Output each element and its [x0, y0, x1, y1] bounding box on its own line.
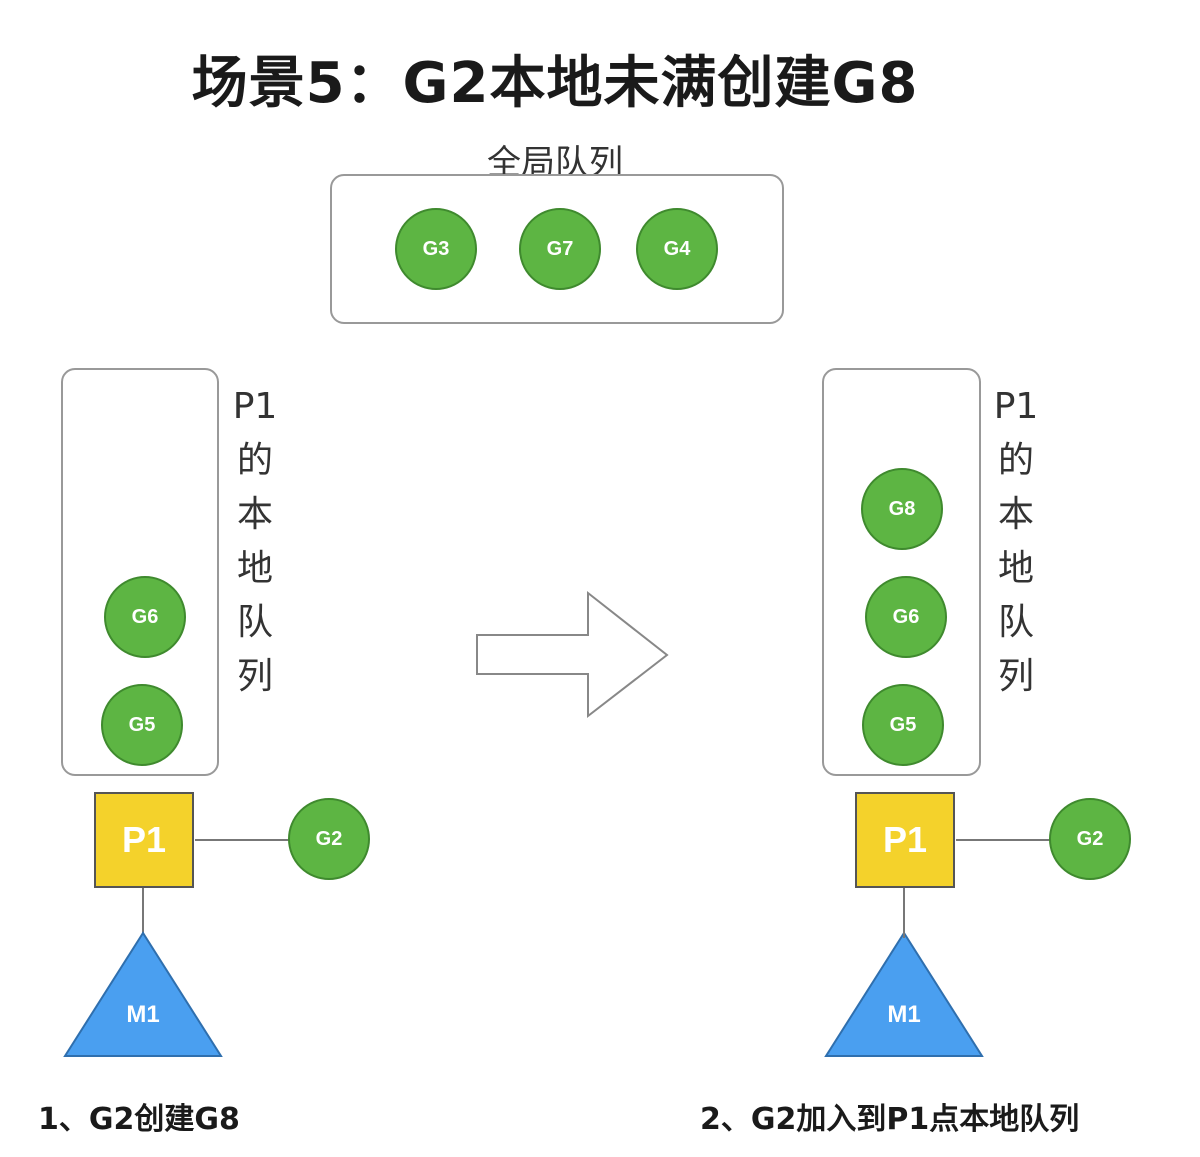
global-queue-goroutine: G3: [395, 208, 477, 290]
transition-arrow-icon: [476, 590, 669, 719]
left-p-m-connector: [142, 888, 144, 938]
left-local-queue-label: P1 的 本 地 队 列: [232, 386, 278, 697]
left-processor: P1: [94, 792, 194, 888]
left-machine-triangle: [63, 931, 223, 1057]
right-p-m-connector: [903, 888, 905, 938]
left-caption: 1、G2创建G8: [38, 1102, 240, 1137]
global-queue-goroutine: G4: [636, 208, 718, 290]
global-queue-goroutine: G7: [519, 208, 601, 290]
right-caption: 2、G2加入到P1点本地队列: [700, 1102, 1080, 1137]
right-machine-triangle: [824, 931, 984, 1057]
right-local-goroutine: G6: [865, 576, 947, 658]
left-running-goroutine: G2: [288, 798, 370, 880]
right-local-goroutine: G8: [861, 468, 943, 550]
left-p-g-connector: [195, 839, 290, 841]
right-processor: P1: [855, 792, 955, 888]
right-local-queue-label: P1 的 本 地 队 列: [993, 386, 1039, 697]
right-machine-label: M1: [887, 1001, 921, 1028]
left-machine-label: M1: [126, 1001, 160, 1028]
right-running-goroutine: G2: [1049, 798, 1131, 880]
right-local-goroutine: G5: [862, 684, 944, 766]
left-local-goroutine: G5: [101, 684, 183, 766]
page-title: 场景5：G2本地未满创建G8: [191, 51, 919, 116]
right-p-g-connector: [956, 839, 1051, 841]
left-local-goroutine: G6: [104, 576, 186, 658]
